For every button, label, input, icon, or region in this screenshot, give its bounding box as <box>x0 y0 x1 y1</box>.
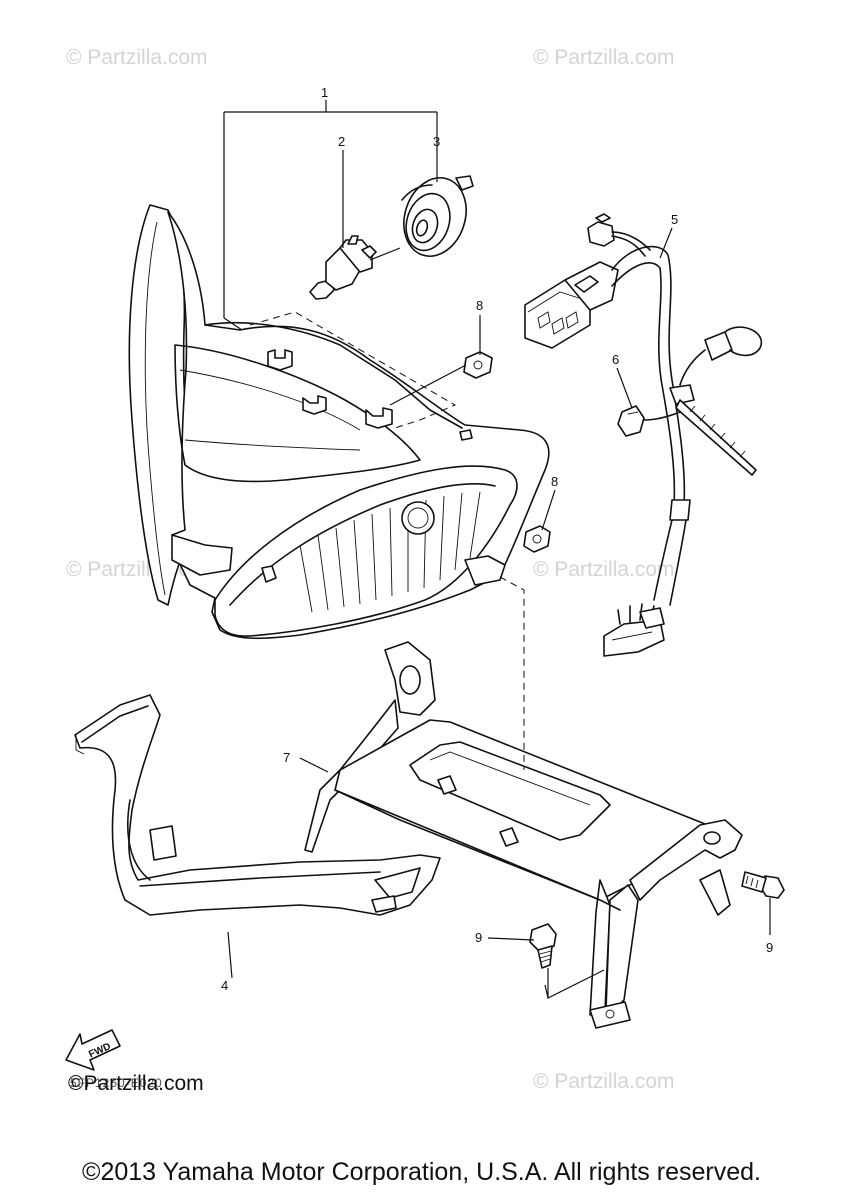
bolt-left[interactable] <box>529 923 557 969</box>
callout-1: 1 <box>321 85 328 100</box>
source-credit: ©Partzilla.com <box>68 1072 204 1095</box>
headlight-stay[interactable] <box>304 641 743 1029</box>
bolt-right[interactable] <box>741 871 785 899</box>
nut-upper[interactable] <box>463 351 493 379</box>
wire-harness[interactable] <box>524 213 763 657</box>
watermark-mid-right: © Partzilla.com <box>533 558 675 581</box>
fwd-arrow-icon: FWD <box>65 1029 121 1071</box>
callout-8-upper: 8 <box>476 298 483 313</box>
copyright-notice: ©2013 Yamaha Motor Corporation, U.S.A. A… <box>82 1158 761 1186</box>
callout-5: 5 <box>671 212 678 227</box>
watermark-bottom-right: © Partzilla.com <box>533 1070 675 1093</box>
callout-9-right: 9 <box>766 940 773 955</box>
callout-6: 6 <box>612 352 619 367</box>
callout-4: 4 <box>221 978 228 993</box>
leader-lines <box>223 100 771 999</box>
watermark-top-right: © Partzilla.com <box>533 46 675 69</box>
callout-3: 3 <box>433 134 440 149</box>
watermark-top-left: © Partzilla.com <box>66 46 208 69</box>
bulb-cover[interactable] <box>394 170 476 265</box>
callout-7: 7 <box>283 750 290 765</box>
bulb[interactable] <box>309 235 401 300</box>
callout-8-lower: 8 <box>551 474 558 489</box>
headlight-assembly[interactable] <box>128 204 550 640</box>
callout-9-left: 9 <box>475 930 482 945</box>
diagram-code: 5FP1250-E020 <box>70 1076 163 1090</box>
lower-bracket[interactable] <box>74 694 441 916</box>
nut-lower[interactable] <box>523 525 551 553</box>
callout-2: 2 <box>338 134 345 149</box>
